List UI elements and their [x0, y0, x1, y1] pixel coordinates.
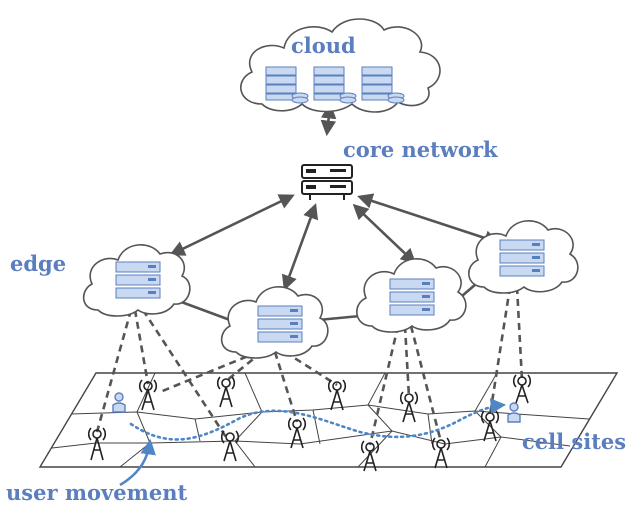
- edge-cloud: [468, 220, 579, 294]
- cloud-label: cloud: [291, 33, 356, 58]
- cell-tower-icon: [220, 430, 240, 462]
- cloud-datacenter: [240, 18, 441, 113]
- cell-tower-icon: [512, 374, 532, 404]
- cell-sites-label: cell sites: [522, 429, 627, 454]
- core-links: [169, 102, 500, 291]
- cell-tower-icon: [138, 379, 158, 411]
- cell-tower-icon: [431, 437, 451, 469]
- server-rack-icon: [265, 66, 309, 104]
- user-icon: [507, 402, 521, 423]
- cell-towers: [87, 374, 532, 472]
- edge-cloud: [220, 286, 329, 359]
- cell-grid: [38, 372, 619, 468]
- cell-tower-icon: [327, 379, 347, 411]
- edge-interconnects: [175, 283, 477, 322]
- user-movement-path: [129, 398, 507, 441]
- edge-label: edge: [10, 251, 67, 276]
- user-movement-label: user movement: [6, 480, 188, 505]
- user-icon: [112, 392, 126, 413]
- edge-cloud: [356, 258, 467, 333]
- edge-to-cell-links: [95, 286, 524, 446]
- cell-tower-icon: [360, 440, 380, 472]
- server-rack-icon: [313, 66, 357, 104]
- server-rack-icon: [361, 66, 405, 104]
- cell-tower-icon: [216, 376, 236, 408]
- core-router-icon: [301, 164, 353, 200]
- cell-tower-icon: [399, 391, 419, 423]
- cell-tower-icon: [287, 417, 307, 449]
- core-network-label: core network: [343, 137, 498, 162]
- edge-cloud: [82, 244, 191, 317]
- user-movement-pointer: [119, 438, 156, 487]
- cell-tower-icon: [87, 427, 107, 461]
